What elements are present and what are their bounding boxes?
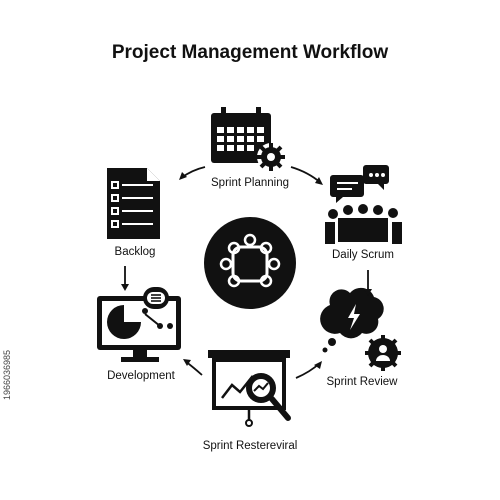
step-label-daily-scrum: Daily Scrum — [332, 249, 394, 261]
step-label-sprint-planning: Sprint Planning — [211, 177, 289, 189]
monitor-chart-icon — [97, 287, 181, 362]
step-label-sprint-retro: Sprint Restereviral — [202, 440, 298, 452]
page-title: Project Management Workflow — [111, 42, 389, 63]
step-label-backlog: Backlog — [114, 246, 156, 258]
checklist-document-icon — [107, 168, 160, 239]
meeting-chat-icon — [325, 165, 402, 244]
team-meeting-icon — [204, 217, 296, 309]
presentation-magnifier-icon — [208, 350, 291, 427]
side-id-text: 1966036985 — [2, 349, 12, 400]
calendar-gear-icon — [211, 107, 285, 171]
step-label-development: Development — [107, 370, 175, 382]
thought-bubble-lightning-icon — [320, 287, 401, 371]
step-label-sprint-review: Sprint Review — [326, 376, 398, 388]
